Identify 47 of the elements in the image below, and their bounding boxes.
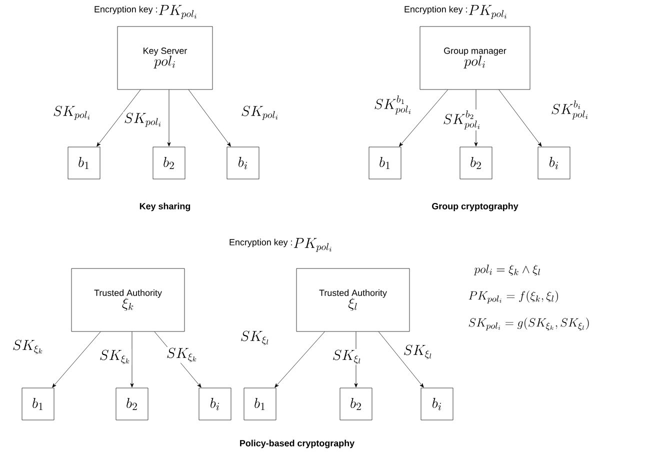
- edge-label: $SK_{pol_i}$: [52, 105, 92, 121]
- user-box: $b_1$: [244, 388, 276, 420]
- user-box: $b_i$: [226, 146, 260, 180]
- edge-label: $SK_{\xi_l}$: [331, 349, 363, 365]
- edge-label: $SK^{b_2}_{pol_i}$: [442, 110, 482, 130]
- caption: Key sharing: [140, 202, 190, 212]
- server-box: Trusted Authority $\xi_l$: [296, 268, 410, 332]
- equation: $PK_{pol_i} = f(\xi_k, \xi_l)$: [468, 290, 558, 304]
- edge-label: $SK_{\xi_l}$: [239, 330, 271, 346]
- arrow: [130, 332, 134, 388]
- heading: Encryption key :: [404, 6, 467, 14]
- arrow: [52, 332, 101, 388]
- edge-label: $SK_{pol_i}$: [240, 105, 280, 121]
- arrow: [274, 332, 325, 388]
- arrow: [188, 90, 231, 147]
- edge-label: $SK^{b_1}_{pol_i}$: [372, 94, 414, 116]
- arrow: [399, 90, 448, 147]
- user-box: $b_1$: [22, 388, 54, 420]
- user-box: $b_2$: [152, 146, 186, 180]
- edge-label: $SK_{pol_i}$: [122, 112, 164, 128]
- equation: $SK_{pol_i} = g(SK_{\xi_k}, SK_{\xi_l})$: [468, 318, 589, 330]
- edge-label: $SK_{\xi_k}$: [11, 339, 45, 355]
- user-box: $b_1$: [368, 146, 402, 180]
- server-box: Trusted Authority $\xi_k$: [71, 268, 185, 332]
- formula: $PK_{pol_i}$: [294, 238, 332, 252]
- user-box: $b_1$: [68, 146, 100, 180]
- edge-label: $SK^{b_i}_{pol_i}$: [550, 100, 590, 120]
- user-box: $b_2$: [340, 388, 372, 420]
- arrow: [167, 90, 171, 146]
- equation: $pol_i = \xi_k \wedge \xi_l$: [474, 264, 540, 276]
- edge-label: $SK_{\xi_k}$: [165, 347, 199, 363]
- user-box: $b_i$: [420, 388, 454, 420]
- user-box: $b_2$: [460, 146, 492, 180]
- edge-label: $SK_{\xi_l}$: [402, 344, 434, 360]
- user-box: $b_i$: [538, 146, 570, 180]
- heading: Encryption key :: [230, 238, 292, 248]
- user-box: $b_i$: [198, 388, 232, 420]
- arrow: [498, 90, 542, 147]
- heading: Encryption key :: [94, 6, 157, 14]
- caption: Policy-based cryptography: [240, 440, 354, 448]
- server-box: Group manager $pol_i$: [420, 26, 530, 90]
- caption: Group cryptography: [432, 202, 518, 212]
- arrow: [378, 332, 424, 388]
- user-box: $b_2$: [116, 388, 148, 420]
- edge-label: $SK_{\xi_k}$: [98, 349, 132, 365]
- server-box: Key Server $pol_i$: [117, 26, 213, 90]
- arrow: [96, 90, 141, 147]
